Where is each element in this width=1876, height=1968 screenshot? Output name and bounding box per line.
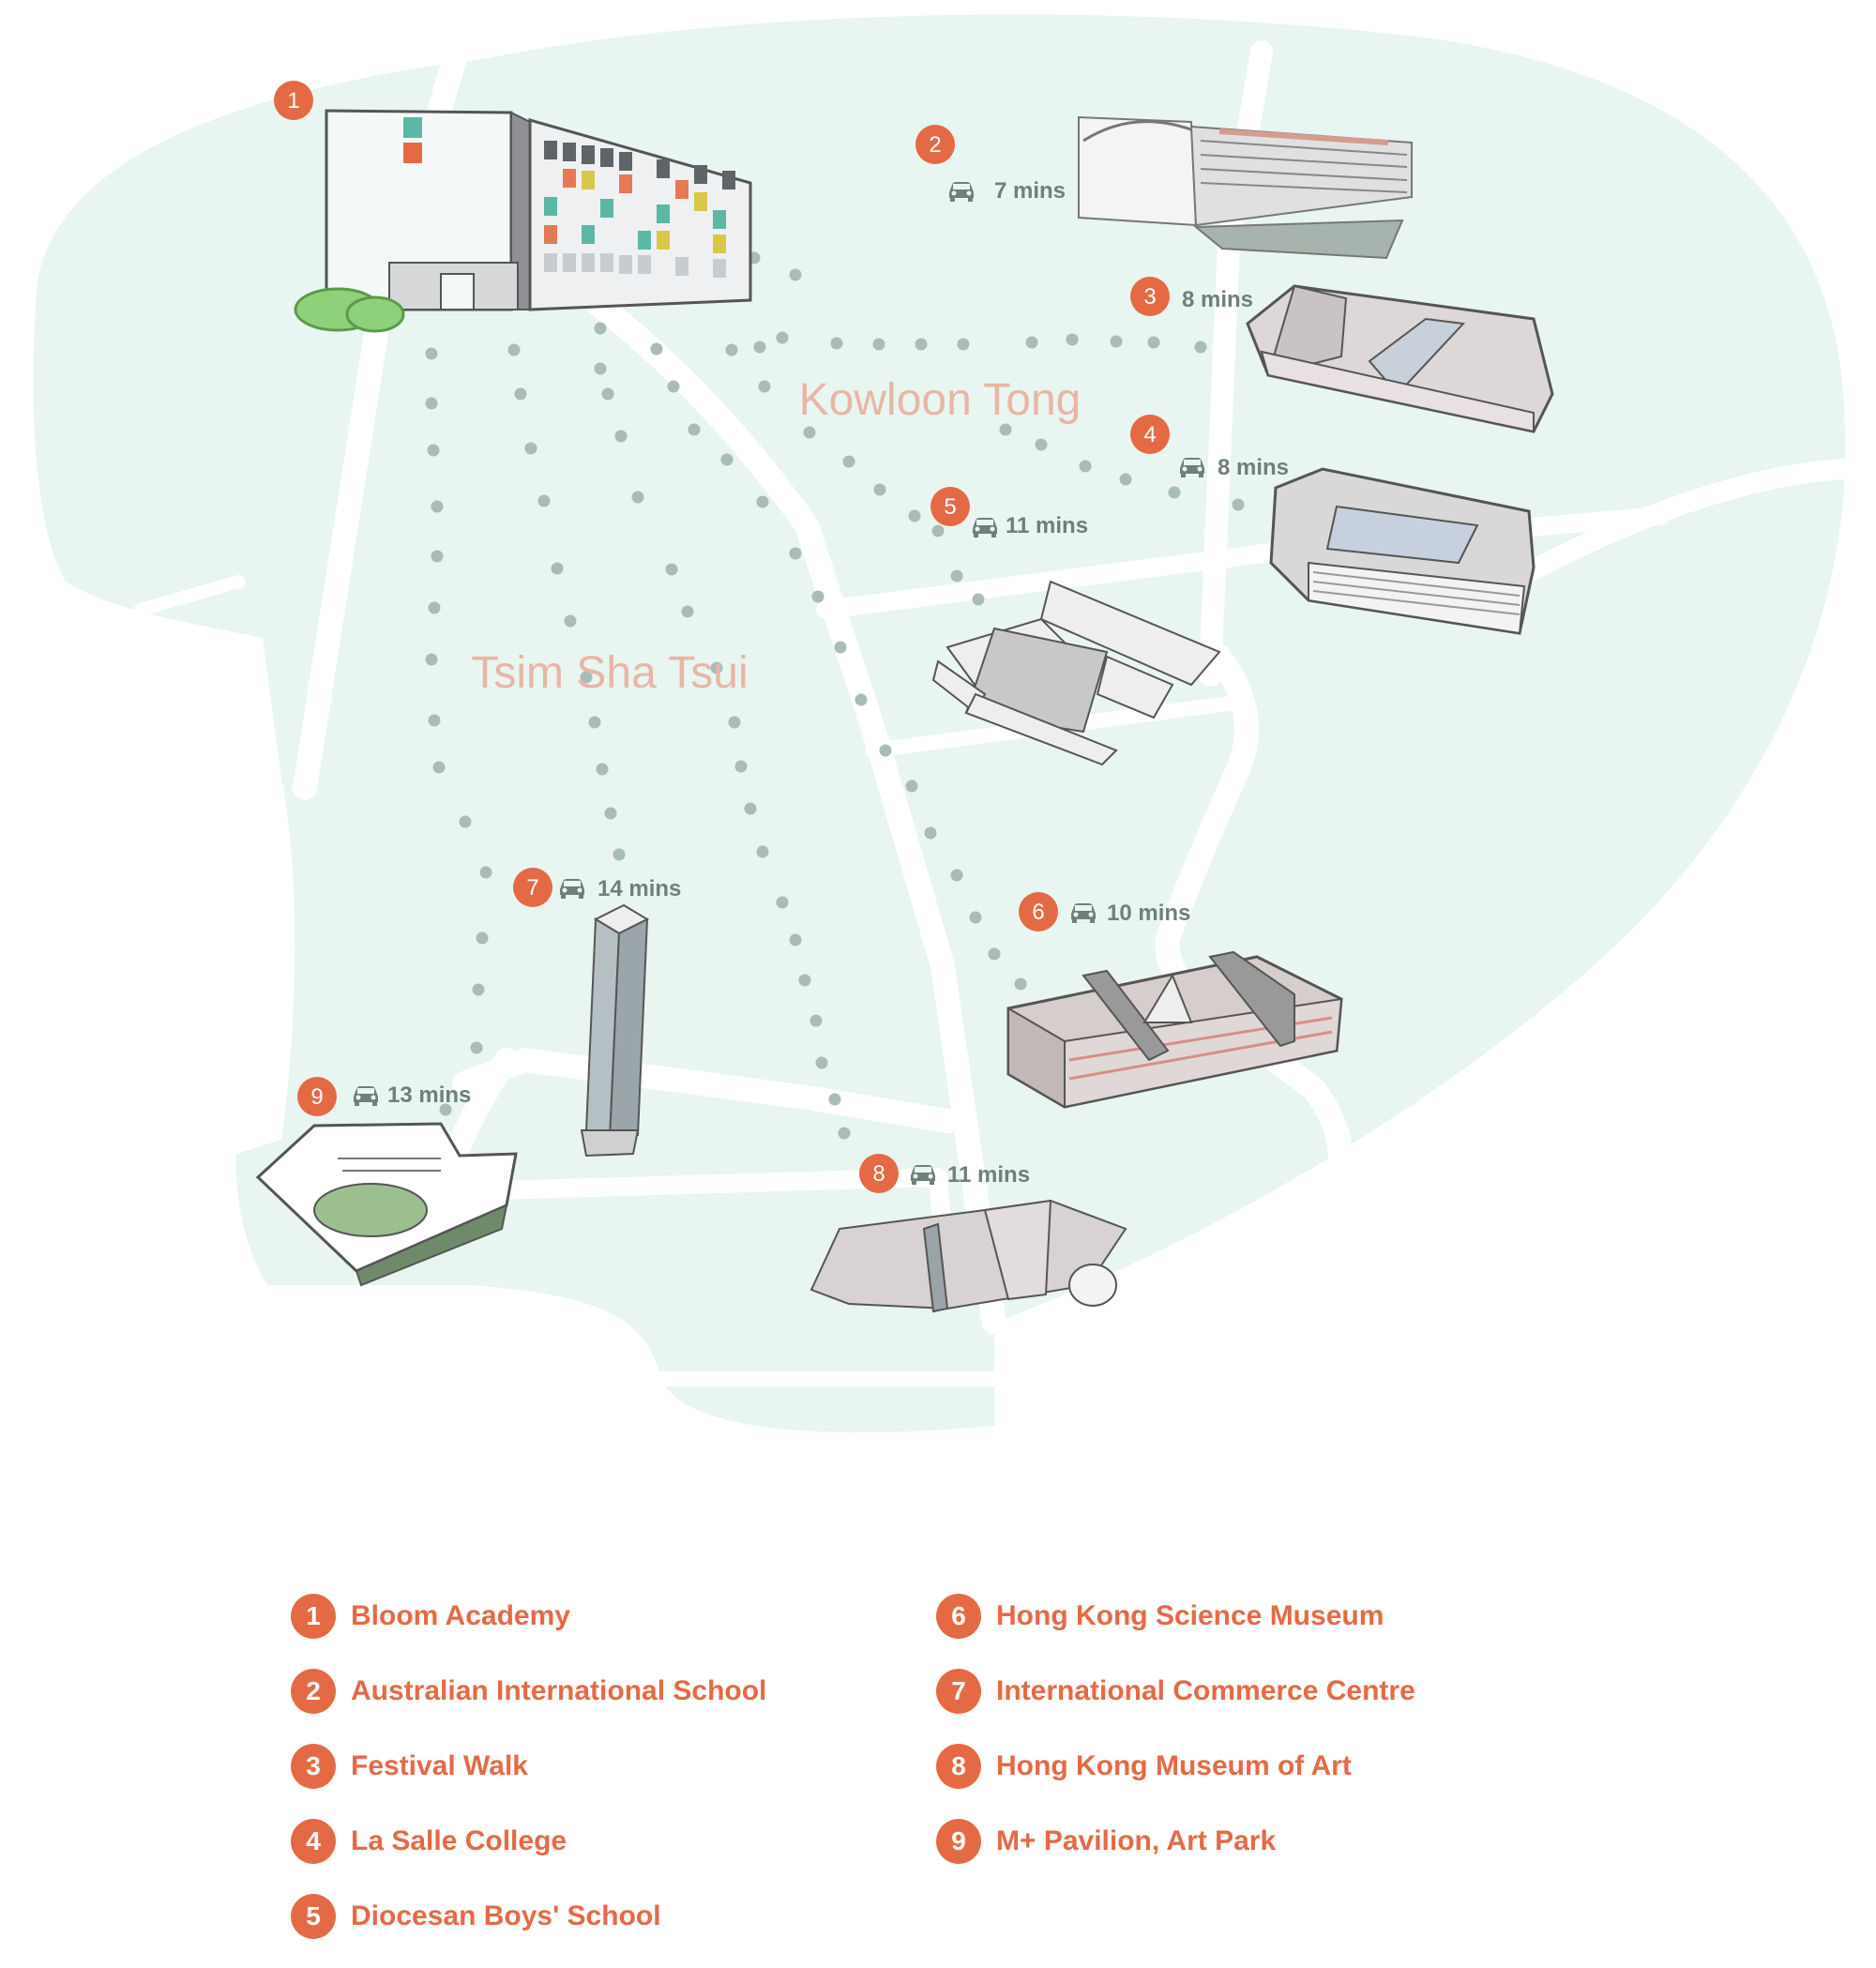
legend-label: Bloom Academy [351, 1600, 570, 1631]
district-tsim-sha-tsui: Tsim Sha Tsui [471, 648, 748, 698]
district-kowloon-tong: Kowloon Tong [799, 375, 1082, 425]
legend-number-badge: 2 [291, 1669, 336, 1714]
marker-2[interactable]: 2 7 mins [915, 125, 1066, 204]
legend-number-badge: 3 [291, 1744, 336, 1789]
marker-6[interactable]: 6 10 mins [1019, 892, 1190, 931]
legend-item-bloom-academy[interactable]: 1 Bloom Academy [291, 1593, 766, 1640]
legend-number-badge: 1 [291, 1594, 336, 1639]
route-dots [425, 251, 1245, 1140]
legend-number-badge: 8 [936, 1744, 981, 1789]
hong-kong-science-museum-building [1006, 950, 1343, 1109]
marker-number: 5 [944, 494, 956, 520]
la-salle-college-building [1269, 467, 1536, 635]
marker-5[interactable]: 5 11 mins [930, 487, 1088, 538]
travel-time: 8 mins [1218, 455, 1289, 480]
legend-item-international-commerce-centre[interactable]: 7 International Commerce Centre [936, 1668, 1415, 1715]
legend-label: M+ Pavilion, Art Park [996, 1825, 1277, 1856]
diocesan-boys-school-building [931, 580, 1221, 766]
legend-label: Diocesan Boys' School [351, 1900, 661, 1931]
legend-item-hong-kong-science-museum[interactable]: 6 Hong Kong Science Museum [936, 1593, 1415, 1640]
travel-time: 7 mins [994, 178, 1066, 204]
marker-number: 1 [287, 88, 299, 114]
legend-column-right: 6 Hong Kong Science Museum 7 Internation… [936, 1593, 1415, 1893]
legend-label: International Commerce Centre [996, 1675, 1415, 1706]
marker-number: 8 [872, 1161, 885, 1187]
marker-4[interactable]: 4 8 mins [1130, 415, 1289, 480]
bloom-academy-building [294, 109, 752, 333]
legend-label: La Salle College [351, 1825, 567, 1856]
legend-number-badge: 5 [291, 1894, 336, 1939]
marker-number: 6 [1032, 900, 1044, 925]
legend-item-la-salle-college[interactable]: 4 La Salle College [291, 1818, 766, 1865]
area-map: Kowloon Tong Tsim Sha Tsui [33, 14, 1846, 1433]
marker-number: 7 [526, 875, 538, 901]
legend-label: Hong Kong Science Museum [996, 1600, 1384, 1631]
legend-item-diocesan-boys-school[interactable]: 5 Diocesan Boys' School [291, 1893, 766, 1940]
hong-kong-museum-of-art-building [809, 1199, 1127, 1313]
marker-7[interactable]: 7 14 mins [513, 868, 681, 907]
legend-number-badge: 7 [936, 1669, 981, 1714]
legend-item-festival-walk[interactable]: 3 Festival Walk [291, 1743, 766, 1790]
legend-number-badge: 4 [291, 1819, 336, 1864]
travel-time: 13 mins [387, 1082, 471, 1108]
marker-1[interactable]: 1 [274, 81, 313, 120]
travel-time: 8 mins [1182, 287, 1253, 312]
legend-label: Australian International School [351, 1675, 767, 1706]
marker-number: 9 [310, 1084, 323, 1110]
legend-item-australian-international-school[interactable]: 2 Australian International School [291, 1668, 766, 1715]
marker-number: 2 [929, 132, 941, 158]
travel-time: 11 mins [947, 1162, 1030, 1188]
legend-number-badge: 6 [936, 1594, 981, 1639]
legend: 1 Bloom Academy 2 Australian Internation… [291, 1593, 1604, 1939]
legend-label: Hong Kong Museum of Art [996, 1750, 1352, 1781]
marker-3[interactable]: 3 8 mins [1130, 277, 1253, 316]
travel-time: 10 mins [1107, 901, 1190, 926]
legend-number-badge: 9 [936, 1819, 981, 1864]
australian-international-school-building [1078, 115, 1413, 260]
marker-9[interactable]: 9 13 mins [297, 1077, 471, 1116]
legend-item-m-plus-pavilion[interactable]: 9 M+ Pavilion, Art Park [936, 1818, 1415, 1865]
legend-column-left: 1 Bloom Academy 2 Australian Internation… [291, 1593, 766, 1968]
international-commerce-centre-building [580, 903, 650, 1158]
festival-walk-building [1246, 284, 1554, 433]
legend-label: Festival Walk [351, 1750, 528, 1781]
legend-item-hong-kong-museum-of-art[interactable]: 8 Hong Kong Museum of Art [936, 1743, 1415, 1790]
m-plus-pavilion-building [255, 1122, 518, 1287]
marker-number: 4 [1143, 422, 1156, 447]
marker-8[interactable]: 8 11 mins [859, 1154, 1030, 1193]
travel-time: 11 mins [1006, 513, 1088, 538]
travel-time: 14 mins [598, 876, 681, 901]
marker-number: 3 [1143, 284, 1156, 310]
